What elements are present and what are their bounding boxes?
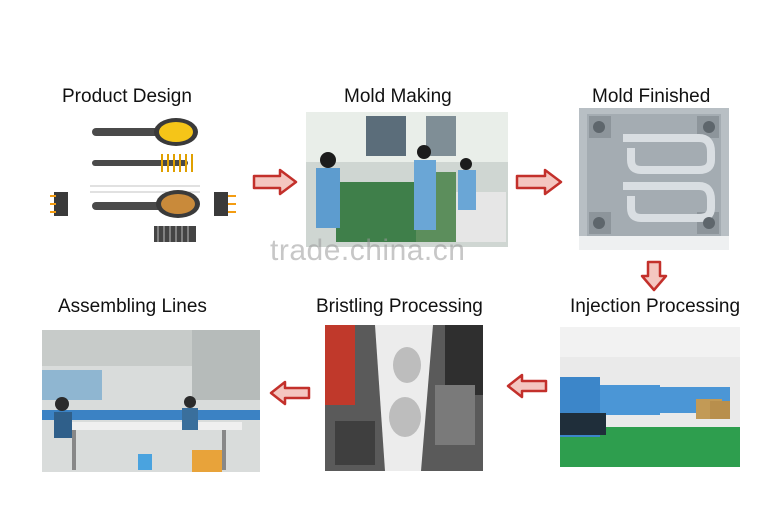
assembling-lines-image xyxy=(42,330,260,472)
step-label-mold-finished: Mold Finished xyxy=(592,86,711,107)
watermark: trade.china.cn xyxy=(270,234,466,267)
step-label-mold-making: Mold Making xyxy=(344,86,452,107)
step-label-injection-processing: Injection Processing xyxy=(570,296,741,317)
step-label-assembling-lines: Assembling Lines xyxy=(58,296,207,317)
product-design-image xyxy=(50,112,250,247)
step-label-bristling-processing: Bristling Processing xyxy=(316,296,483,317)
mold-making-image xyxy=(306,112,508,247)
arrow-left-icon xyxy=(269,380,311,406)
bristling-processing-image xyxy=(325,325,483,471)
arrow-left-icon xyxy=(506,373,548,399)
injection-processing-image xyxy=(560,327,740,467)
arrow-right-icon xyxy=(252,168,298,196)
arrow-down-icon xyxy=(640,260,668,292)
arrow-right-icon xyxy=(515,168,563,196)
mold-finished-image xyxy=(579,108,729,250)
step-label-product-design: Product Design xyxy=(62,86,192,107)
